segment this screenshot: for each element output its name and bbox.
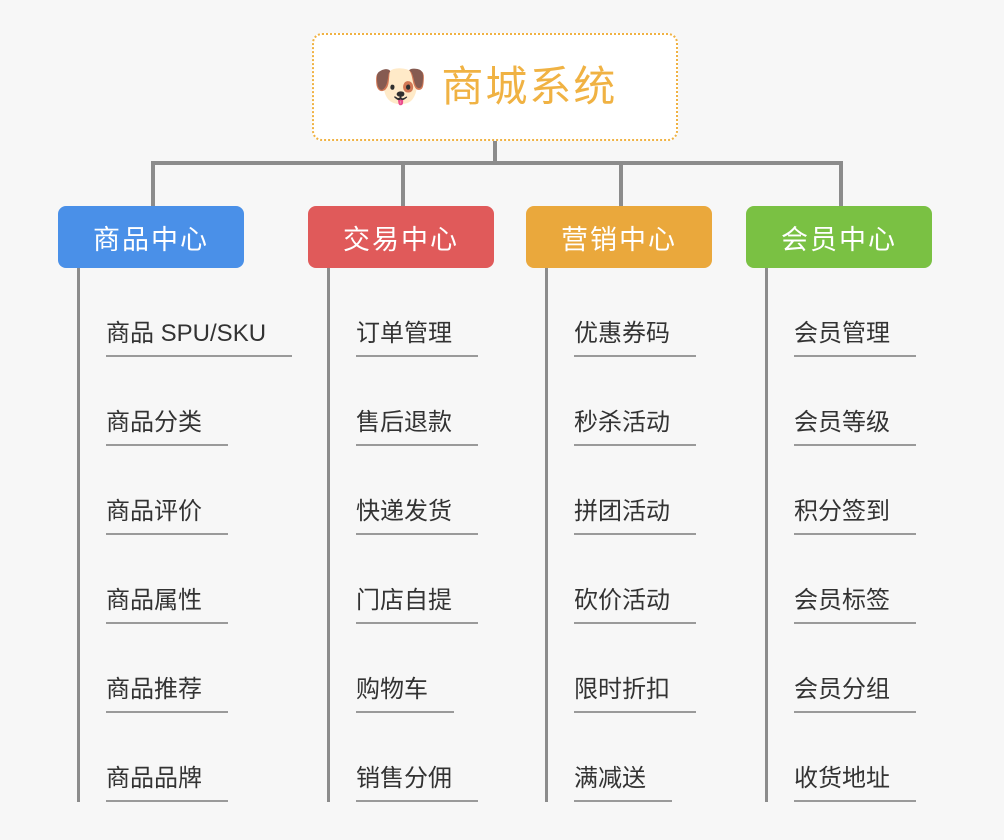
list-item-label: 售后退款 [356, 409, 478, 446]
branch-items-4: 会员管理会员等级积分签到会员标签会员分组收货地址 [765, 268, 932, 802]
list-item[interactable]: 会员管理 [768, 268, 932, 357]
branch-column-1: 商品中心商品 SPU/SKU 商品分类商品评价商品属性商品推荐商品品牌 [58, 206, 293, 802]
list-item-label: 商品推荐 [106, 676, 228, 713]
list-item[interactable]: 商品推荐 [80, 624, 244, 713]
list-item-label: 会员分组 [794, 676, 916, 713]
list-item-label: 快递发货 [356, 498, 478, 535]
list-item[interactable]: 商品评价 [80, 446, 244, 535]
list-item[interactable]: 购物车 [330, 624, 494, 713]
list-item-label: 商品品牌 [106, 765, 228, 802]
list-item-label: 砍价活动 [574, 587, 696, 624]
list-item[interactable]: 优惠券码 [548, 268, 712, 357]
list-item[interactable]: 会员标签 [768, 535, 932, 624]
list-item[interactable]: 会员等级 [768, 357, 932, 446]
connector-drop-3 [619, 161, 623, 206]
connector-horizontal-bus [151, 161, 839, 165]
list-item[interactable]: 商品属性 [80, 535, 244, 624]
list-item[interactable]: 商品品牌 [80, 713, 244, 802]
list-item-label: 会员标签 [794, 587, 916, 624]
branch-column-3: 营销中心优惠券码秒杀活动拼团活动砍价活动限时折扣满减送 [526, 206, 712, 802]
list-item[interactable]: 门店自提 [330, 535, 494, 624]
list-item-label: 订单管理 [356, 320, 478, 357]
root-title: 商城系统 [441, 63, 618, 110]
branch-header-4[interactable]: 会员中心 [746, 206, 932, 268]
list-item-label: 限时折扣 [574, 676, 696, 713]
list-item[interactable]: 砍价活动 [548, 535, 712, 624]
branch-column-4: 会员中心会员管理会员等级积分签到会员标签会员分组收货地址 [746, 206, 932, 802]
root-node[interactable]: 🐶 商城系统 [312, 33, 678, 141]
list-item-label: 满减送 [574, 765, 672, 802]
list-item-label: 购物车 [356, 676, 454, 713]
shiba-dog-face-icon: 🐶 [372, 62, 428, 111]
list-item-label: 收货地址 [794, 765, 916, 802]
list-item-label: 优惠券码 [574, 320, 696, 357]
connector-drop-4 [839, 161, 843, 206]
list-item[interactable]: 积分签到 [768, 446, 932, 535]
branch-header-2[interactable]: 交易中心 [308, 206, 494, 268]
list-item-label: 会员管理 [794, 320, 916, 357]
connector-drop-1 [151, 161, 155, 206]
list-item[interactable]: 销售分佣 [330, 713, 494, 802]
list-item[interactable]: 商品 SPU/SKU [80, 268, 293, 357]
list-item-label: 门店自提 [356, 587, 478, 624]
list-item-label: 积分签到 [794, 498, 916, 535]
list-item[interactable]: 售后退款 [330, 357, 494, 446]
branch-items-3: 优惠券码秒杀活动拼团活动砍价活动限时折扣满减送 [545, 268, 712, 802]
list-item-label: 商品 SPU/SKU [106, 320, 293, 357]
list-item[interactable]: 快递发货 [330, 446, 494, 535]
branch-items-1: 商品 SPU/SKU 商品分类商品评价商品属性商品推荐商品品牌 [77, 268, 293, 802]
list-item[interactable]: 商品分类 [80, 357, 244, 446]
branch-header-1[interactable]: 商品中心 [58, 206, 244, 268]
list-item-label: 拼团活动 [574, 498, 696, 535]
list-item[interactable]: 会员分组 [768, 624, 932, 713]
list-item[interactable]: 收货地址 [768, 713, 932, 802]
list-item-label: 商品分类 [106, 409, 228, 446]
list-item-label: 商品属性 [106, 587, 228, 624]
branch-items-2: 订单管理售后退款快递发货门店自提购物车销售分佣 [327, 268, 494, 802]
list-item[interactable]: 限时折扣 [548, 624, 712, 713]
list-item-label: 商品评价 [106, 498, 228, 535]
branch-column-2: 交易中心订单管理售后退款快递发货门店自提购物车销售分佣 [308, 206, 494, 802]
list-item-label: 会员等级 [794, 409, 916, 446]
connector-drop-2 [401, 161, 405, 206]
list-item-label: 秒杀活动 [574, 409, 696, 446]
connector-root-stem [493, 141, 497, 163]
list-item-label: 销售分佣 [356, 765, 478, 802]
list-item[interactable]: 订单管理 [330, 268, 494, 357]
list-item[interactable]: 秒杀活动 [548, 357, 712, 446]
branch-header-3[interactable]: 营销中心 [526, 206, 712, 268]
list-item[interactable]: 拼团活动 [548, 446, 712, 535]
list-item[interactable]: 满减送 [548, 713, 712, 802]
